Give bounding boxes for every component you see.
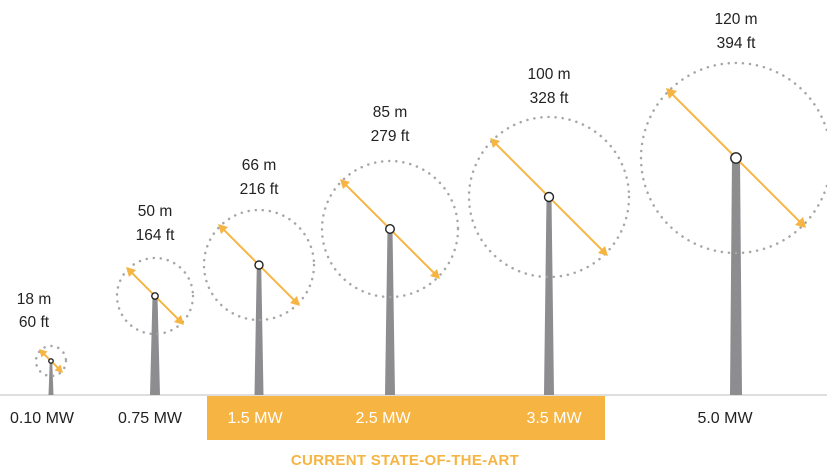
rotor-diameter-ft-label: 394 ft: [717, 35, 756, 52]
tower: [48, 361, 54, 395]
arrowhead-icon: [290, 296, 300, 306]
rated-power-label: 1.5 MW: [227, 410, 283, 427]
arrowhead-icon: [174, 315, 184, 325]
state-of-the-art-caption: CURRENT STATE-OF-THE-ART: [291, 452, 519, 469]
tower: [385, 229, 395, 395]
rotor-diameter-ft-label: 216 ft: [240, 181, 279, 198]
arrowhead-icon: [39, 349, 48, 358]
rotor-diameter-m-label: 100 m: [527, 66, 570, 83]
rotor-swept-area: [467, 115, 631, 279]
turbine-0: 18 m 60 ft 0.10 MW: [10, 291, 75, 427]
tower: [730, 158, 742, 395]
arrowhead-icon: [218, 224, 228, 234]
rotor-diameter-ft-label: 328 ft: [530, 90, 569, 107]
rotor-swept-area: [320, 159, 460, 299]
rated-power-label: 0.10 MW: [10, 410, 75, 427]
hub-icon: [254, 260, 264, 270]
state-of-the-art-band: [207, 396, 605, 440]
arrowhead-icon: [126, 267, 136, 277]
rotor-diameter-ft-label: 60 ft: [19, 314, 50, 331]
hubs: [48, 152, 742, 364]
rated-power-label: 3.5 MW: [526, 410, 582, 427]
rotor-diameter-m-label: 120 m: [714, 11, 757, 28]
hub-icon: [543, 191, 555, 203]
rated-power-label: 2.5 MW: [355, 410, 411, 427]
rotor-swept-area: [639, 61, 827, 255]
arrowhead-icon: [666, 88, 677, 99]
hub-icon: [385, 223, 396, 234]
arrowhead-icon: [430, 269, 440, 279]
arrowhead-icon: [795, 217, 806, 228]
tower: [544, 197, 554, 395]
rotor-diameter-ft-label: 279 ft: [371, 128, 410, 145]
arrowhead-icon: [340, 179, 350, 189]
arrowhead-icon: [598, 246, 608, 256]
hub-icon: [730, 152, 742, 164]
tower: [254, 265, 264, 395]
arrowhead-icon: [490, 138, 500, 148]
rotor-diameter-m-label: 18 m: [17, 291, 51, 308]
rotor-diameter-ft-label: 164 ft: [136, 227, 175, 244]
rotor-diameter-m-label: 66 m: [242, 157, 276, 174]
rated-power-label: 0.75 MW: [118, 410, 183, 427]
turbine-5: 120 m 394 ft 5.0 MW: [639, 11, 827, 427]
rotor-swept-area: [202, 208, 316, 322]
turbine-2: 66 m 216 ft 1.5 MW: [202, 157, 316, 427]
turbine-1: 50 m 164 ft 0.75 MW: [115, 203, 195, 427]
tower: [150, 296, 160, 395]
arrowheads: [39, 88, 806, 373]
rated-power-label: 5.0 MW: [697, 410, 753, 427]
rotor-swept-area: [34, 344, 68, 378]
turbine-4: 100 m 328 ft 3.5 MW: [467, 66, 631, 427]
rotor-diameter-m-label: 50 m: [138, 203, 172, 220]
rotor-diameter-m-label: 85 m: [373, 104, 407, 121]
rotor-swept-area: [115, 256, 195, 336]
arrowhead-icon: [54, 364, 63, 373]
turbine-3: 85 m 279 ft 2.5 MW: [320, 104, 460, 427]
hub-icon: [48, 358, 54, 364]
hub-icon: [151, 292, 159, 300]
